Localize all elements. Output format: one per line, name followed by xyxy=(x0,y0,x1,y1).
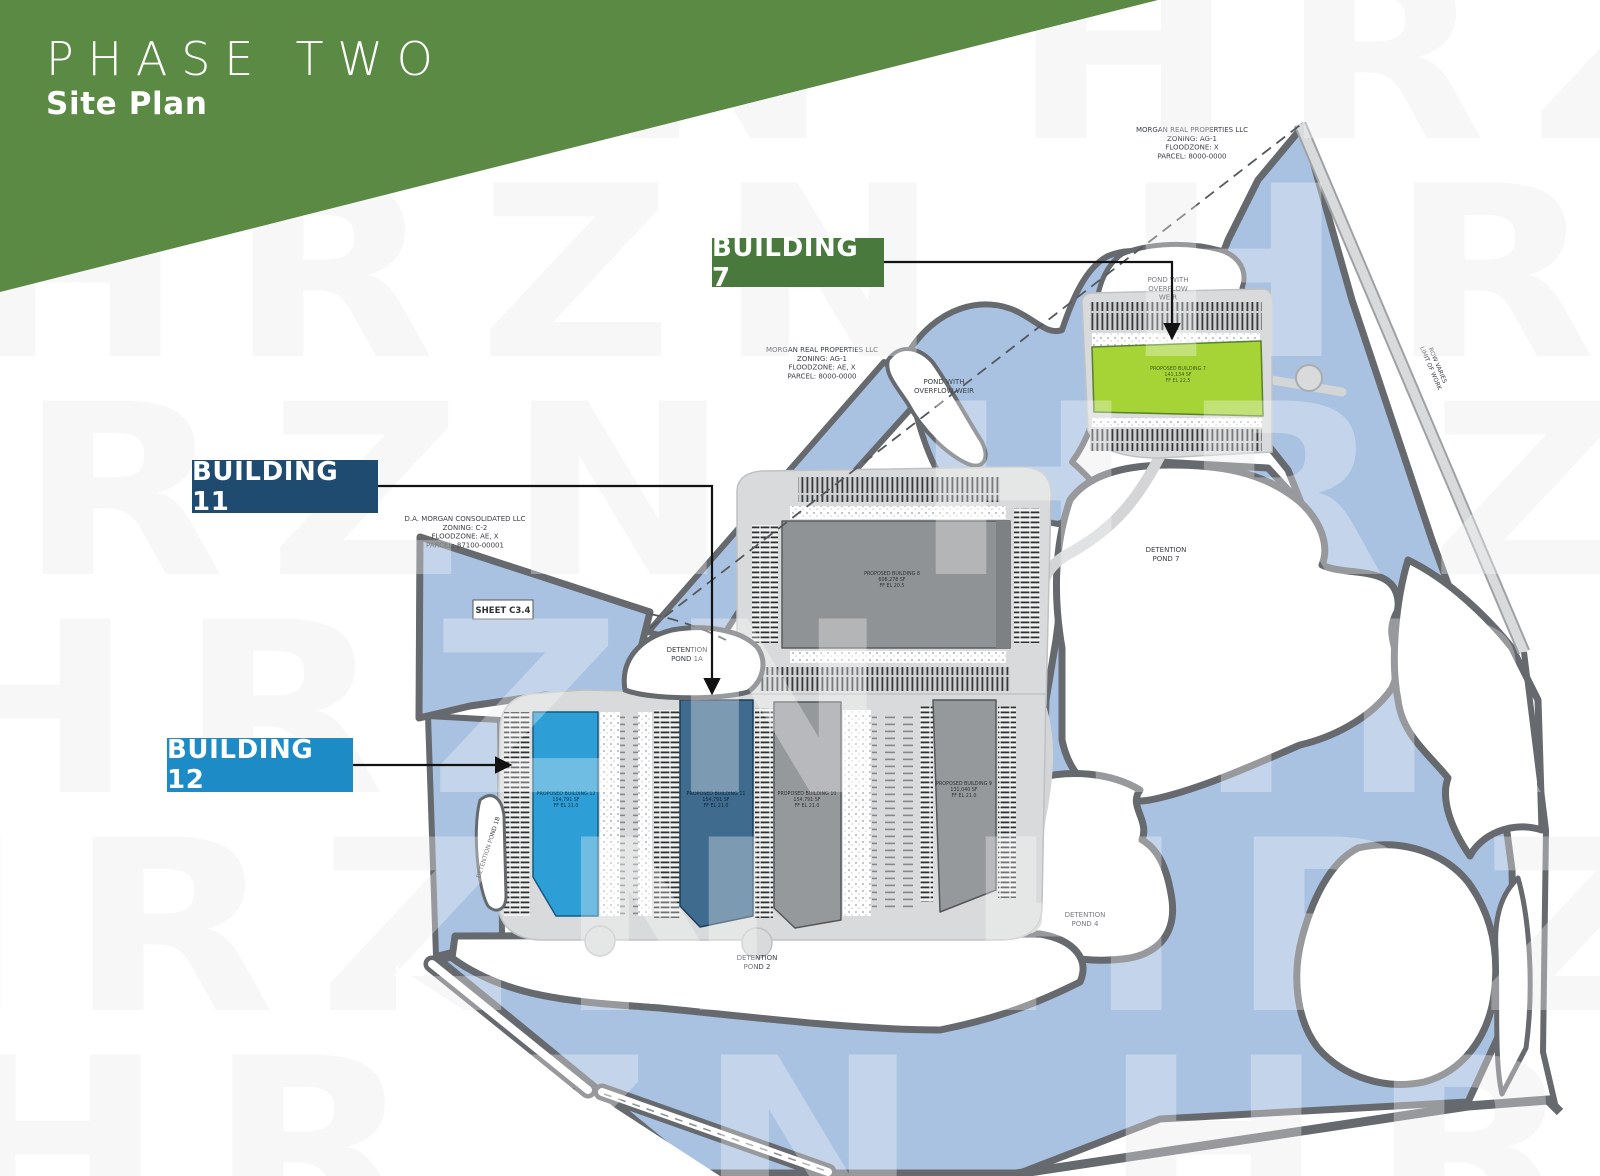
parking-stalls xyxy=(998,706,1016,898)
truck-court xyxy=(843,710,871,916)
detention-pond-1b-land xyxy=(474,794,508,912)
east-strip-land xyxy=(1493,875,1533,1097)
road-note: ROW VARIESLIMIT OF WORK xyxy=(1418,343,1450,392)
building-11[interactable] xyxy=(679,699,754,928)
parking-stalls xyxy=(920,706,933,902)
parking-dots xyxy=(620,712,638,916)
roundabout xyxy=(1295,364,1323,392)
parking-texture xyxy=(504,302,1262,918)
parking-row xyxy=(760,667,1010,691)
callout-building-11[interactable]: BUILDING 11 xyxy=(192,457,378,517)
building-9[interactable] xyxy=(932,699,997,913)
building-10[interactable] xyxy=(773,701,842,929)
island-south-east xyxy=(1293,841,1500,1088)
page-subtitle: Site Plan xyxy=(46,86,208,122)
parking-row xyxy=(1090,429,1262,451)
detention-pond-2-land xyxy=(448,930,1087,1034)
building-8-dock-edge xyxy=(996,521,1010,648)
callout-building-12[interactable]: BUILDING 12 xyxy=(167,735,353,795)
sheet-ref-box[interactable]: SHEET C3.4 xyxy=(472,599,534,620)
dike-centerline xyxy=(603,1093,827,1172)
pad-bump-1 xyxy=(584,925,616,957)
parking-stalls xyxy=(654,710,680,918)
detention-pond-7-land xyxy=(1052,461,1402,805)
building-12[interactable] xyxy=(532,711,599,917)
truck-court xyxy=(1092,418,1262,427)
parking-stalls xyxy=(752,525,778,643)
page-title: PHASE TWO xyxy=(46,32,447,86)
truck-court xyxy=(790,506,1006,519)
south-boundary xyxy=(1015,1095,1564,1176)
boundary-dashed-north xyxy=(649,121,1305,629)
parking-stalls xyxy=(504,712,530,916)
parking-stalls xyxy=(1014,508,1040,643)
parking-stalls xyxy=(755,708,773,918)
pad-bump-2 xyxy=(741,927,773,959)
parking-row xyxy=(1090,302,1262,330)
sheet-ref-label: SHEET C3.4 xyxy=(476,606,531,616)
building-8[interactable] xyxy=(781,520,1011,649)
east-boundary xyxy=(1521,651,1559,1109)
parking-dots xyxy=(872,712,918,912)
callout-building-7[interactable]: BUILDING 7 xyxy=(712,233,884,293)
east-shore-land xyxy=(1390,556,1546,860)
row-road xyxy=(1015,121,1564,1176)
truck-court xyxy=(790,651,1006,663)
building-7[interactable] xyxy=(1091,340,1264,417)
parking-row xyxy=(798,477,1000,502)
southwest-shore xyxy=(396,955,837,1176)
